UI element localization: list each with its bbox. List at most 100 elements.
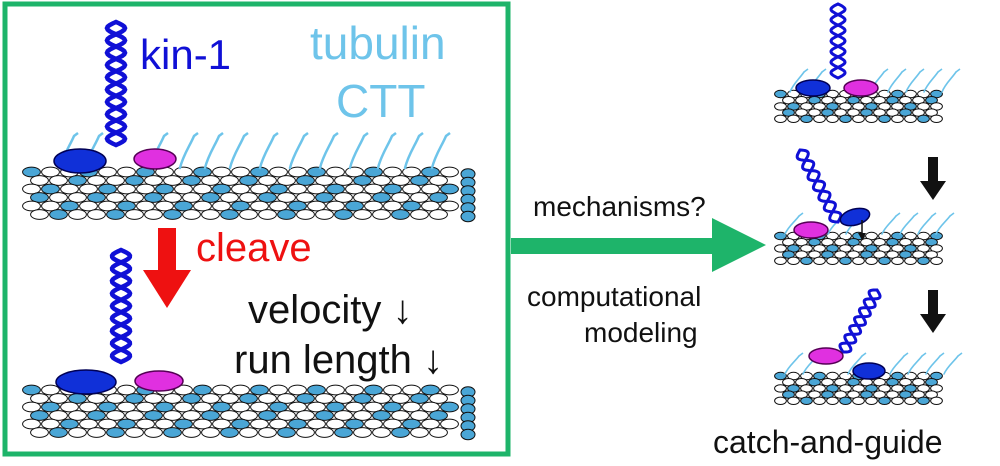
tubulin-subunit xyxy=(22,166,41,178)
tubulin-subunit xyxy=(155,418,174,430)
ctt-tail-tip xyxy=(955,68,961,73)
ctt-tail-tip xyxy=(901,68,907,73)
tubulin-subunit xyxy=(231,166,250,178)
tubulin-subunit xyxy=(87,192,106,203)
tubulin-subunit xyxy=(326,166,345,178)
tubulin-subunit xyxy=(930,396,943,405)
tubulin-subunit xyxy=(277,410,296,421)
tubulin-subunit xyxy=(182,175,201,186)
tubulin-subunit xyxy=(163,427,182,438)
tubulin-subunit xyxy=(839,256,852,265)
tubulin-subunit xyxy=(891,396,904,405)
tubulin-subunit xyxy=(106,175,125,186)
tubulin-subunit xyxy=(402,418,421,430)
tubulin-subunit xyxy=(41,200,60,212)
tubulin-subunit xyxy=(136,183,155,195)
tubulin-subunit xyxy=(774,384,787,393)
tubulin-subunit xyxy=(878,256,891,265)
tubulin-subunit xyxy=(307,200,326,212)
microtubule-step-1 xyxy=(774,89,943,124)
tubulin-subunit xyxy=(250,401,269,413)
tubulin-subunit xyxy=(852,396,865,405)
tubulin-subunit xyxy=(79,401,98,413)
cleave-label: cleave xyxy=(196,226,312,270)
ctt-tail-tip xyxy=(445,132,451,137)
small-step-pointer-head xyxy=(858,233,866,240)
tubulin-subunit xyxy=(220,209,239,220)
tubulin-subunit xyxy=(22,418,41,430)
tubulin-subunit xyxy=(136,401,155,413)
tubulin-subunit xyxy=(353,427,372,438)
tubulin-subunit xyxy=(163,393,182,404)
tubulin-subunit xyxy=(277,209,296,220)
ctt-tail-tip xyxy=(939,352,945,357)
ctt-tail-tip xyxy=(163,132,169,137)
ctt-tail-tip xyxy=(218,132,224,137)
tubulin-subunit xyxy=(212,166,231,178)
tubulin-subunit xyxy=(345,401,364,413)
tubulin-subunit xyxy=(269,166,288,178)
tubulin-subunit xyxy=(345,183,364,195)
tubulin-subunit xyxy=(201,192,220,203)
velocity-label: velocity ↓ xyxy=(248,288,413,332)
ctt-tail-tip xyxy=(937,68,943,73)
experiment-frame xyxy=(2,1,511,457)
tubulin-subunit xyxy=(258,209,277,220)
tubulin-subunit xyxy=(49,175,68,186)
tubulin-subunit xyxy=(372,175,391,186)
ctt-tail xyxy=(899,215,915,235)
ctt-tail-tip xyxy=(949,212,955,217)
tubulin-subunit xyxy=(288,401,307,413)
helix-strand xyxy=(109,247,133,365)
tubulin-subunit xyxy=(334,410,353,421)
ctt-tail xyxy=(847,355,863,375)
tubulin-subunit xyxy=(429,175,448,186)
tubulin-subunit xyxy=(774,114,787,124)
tubulin-subunit xyxy=(201,393,220,404)
tubulin-subunit xyxy=(813,256,826,265)
tubulin-subunit xyxy=(117,183,136,195)
tubulin-subunit xyxy=(878,396,891,405)
tubulin-subunit xyxy=(440,384,459,396)
tubulin-subunit xyxy=(98,200,117,212)
tubulin-subunit xyxy=(315,175,334,186)
tubulin-subunit xyxy=(372,393,391,404)
tubulin-subunit xyxy=(326,200,345,212)
kinesin-stalk-step-1 xyxy=(829,2,847,80)
tubulin-subunit xyxy=(239,393,258,404)
tubulin-subunit xyxy=(334,427,353,438)
tubulin-subunit xyxy=(410,192,429,203)
tubulin-subunit xyxy=(106,410,125,421)
tubulin-subunit xyxy=(231,183,250,195)
tubulin-subunit xyxy=(288,183,307,195)
tubulin-subunit xyxy=(334,175,353,186)
tubulin-subunit xyxy=(813,396,826,405)
tubulin-subunit xyxy=(277,393,296,404)
tubulin-subunit xyxy=(201,209,220,220)
microtubule-end-subunit xyxy=(460,428,476,441)
tubulin-subunit xyxy=(372,427,391,438)
tubulin-subunit xyxy=(364,183,383,195)
tubulin-subunit xyxy=(326,401,345,413)
motor-head-magenta-step-3 xyxy=(808,347,844,365)
ctt-tail-tip xyxy=(243,132,249,137)
tubulin-subunit xyxy=(250,384,269,396)
ctt-tail xyxy=(917,215,933,235)
motor-head-magenta-top xyxy=(133,148,177,170)
helix-strand xyxy=(795,148,840,224)
tubulin-subunit xyxy=(296,175,315,186)
tubulin-subunit xyxy=(826,114,839,124)
tubulin-subunit xyxy=(49,192,68,203)
tubulin-subunit xyxy=(155,401,174,413)
ctt-tail xyxy=(376,134,394,170)
tubulin-subunit xyxy=(193,384,212,396)
helix-strand xyxy=(829,2,847,80)
tubulin-subunit xyxy=(774,102,787,111)
tubulin-subunit xyxy=(296,410,315,421)
arrow-down-icon xyxy=(920,157,946,200)
tubulin-subunit xyxy=(193,418,212,430)
tubulin-subunit xyxy=(41,384,60,396)
tubulin-subunit xyxy=(345,384,364,396)
tubulin-subunit xyxy=(440,166,459,178)
